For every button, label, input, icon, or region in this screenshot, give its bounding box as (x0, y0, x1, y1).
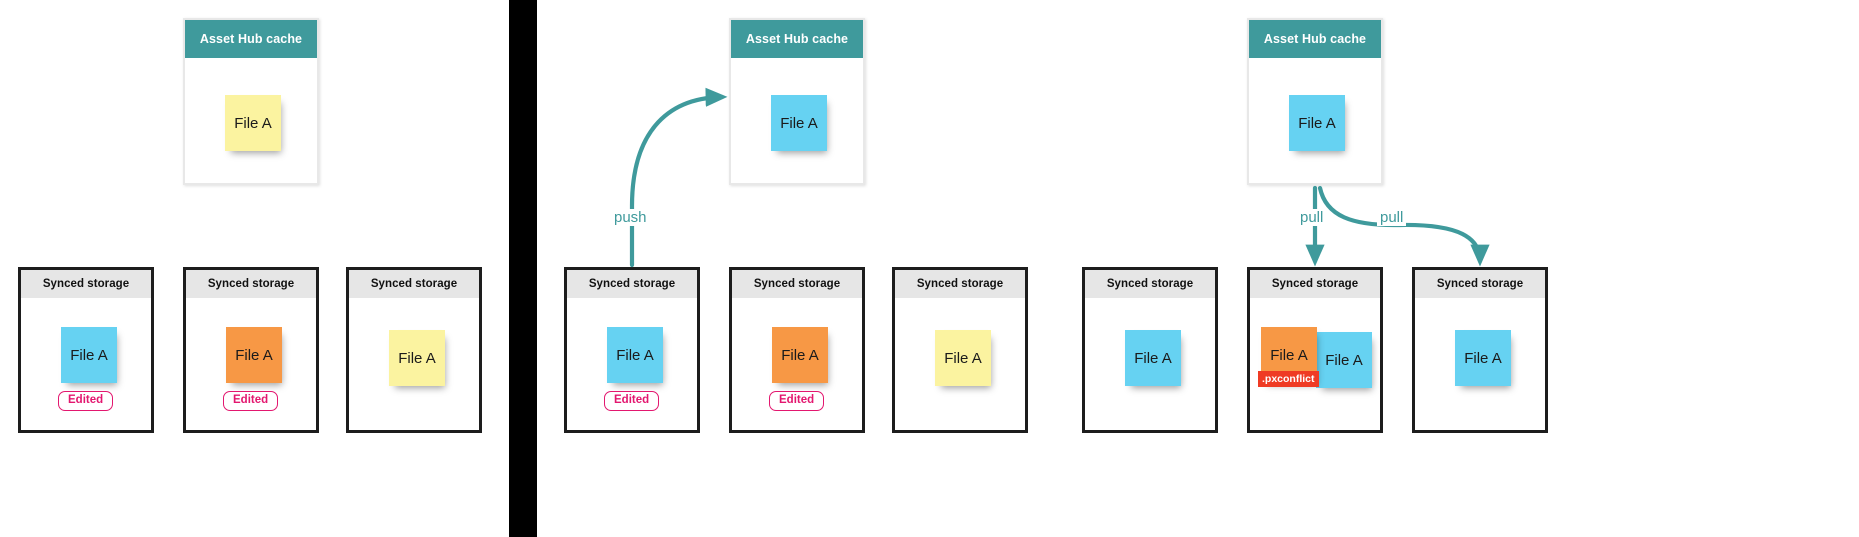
panel2-asset-hub-cache-title: Asset Hub cache (731, 20, 863, 58)
panel3-asset-hub-cache-title: Asset Hub cache (1249, 20, 1381, 58)
panel1-synced-storage-1-body: File A Edited (21, 298, 151, 430)
panel2-store1-edited-badge: Edited (604, 391, 660, 411)
panel1-asset-hub-cache-title: Asset Hub cache (185, 20, 317, 58)
panel2-synced-storage-2-body: File A Edited (732, 298, 862, 430)
note-label: File A (70, 346, 108, 364)
panel1-store3-note-file-a[interactable]: File A (389, 330, 445, 386)
note-label: File A (616, 346, 654, 364)
note-label: File A (1134, 349, 1172, 367)
panel2-synced-storage-2-title: Synced storage (732, 270, 862, 298)
panel2-asset-hub-cache-body: File A (731, 58, 863, 183)
panel2-synced-storage-3-card[interactable]: Synced storage File A (892, 267, 1028, 433)
note-label: File A (234, 114, 272, 132)
panel1-synced-storage-2-card[interactable]: Synced storage File A Edited (183, 267, 319, 433)
panel3-hub-note-file-a[interactable]: File A (1289, 95, 1345, 151)
panel3-synced-storage-3-title: Synced storage (1415, 270, 1545, 298)
panel3-synced-storage-2-card[interactable]: Synced storage File A File A .pxconflict (1247, 267, 1383, 433)
panel3-asset-hub-cache-body: File A (1249, 58, 1381, 183)
push-arrow-panel2 (629, 87, 728, 268)
pull-arrow-label-right: pull (1377, 209, 1407, 227)
note-label: File A (235, 346, 273, 364)
panel2-store2-edited-badge: Edited (769, 391, 825, 411)
panel2-store1-note-file-a[interactable]: File A (607, 327, 663, 383)
panel3-store1-note-file-a[interactable]: File A (1125, 330, 1181, 386)
note-label: File A (944, 349, 982, 367)
panel3-synced-storage-3-body: File A (1415, 298, 1545, 430)
panel2-hub-note-file-a[interactable]: File A (771, 95, 827, 151)
panel1-synced-storage-3-card[interactable]: Synced storage File A (346, 267, 482, 433)
panel2-synced-storage-1-body: File A Edited (567, 298, 697, 430)
note-label: File A (780, 114, 818, 132)
panel1-synced-storage-3-body: File A (349, 298, 479, 430)
note-label: File A (781, 346, 819, 364)
panel3-store2-note-file-a[interactable]: File A (1316, 332, 1372, 388)
panel1-synced-storage-2-body: File A Edited (186, 298, 316, 430)
note-label: File A (1464, 349, 1502, 367)
panel2-synced-storage-1-title: Synced storage (567, 270, 697, 298)
panel3-store3-note-file-a[interactable]: File A (1455, 330, 1511, 386)
panel2-store2-note-file-a[interactable]: File A (772, 327, 828, 383)
note-label: File A (1298, 114, 1336, 132)
panel2-synced-storage-2-card[interactable]: Synced storage File A Edited (729, 267, 865, 433)
panel2-store3-note-file-a[interactable]: File A (935, 330, 991, 386)
panel1-synced-storage-1-title: Synced storage (21, 270, 151, 298)
panel-divider-1 (509, 0, 537, 537)
note-label: File A (1325, 351, 1363, 369)
panel1-asset-hub-cache-card[interactable]: Asset Hub cache File A (183, 18, 319, 185)
panel3-synced-storage-1-title: Synced storage (1085, 270, 1215, 298)
panel2-synced-storage-1-card[interactable]: Synced storage File A Edited (564, 267, 700, 433)
panel3-synced-storage-1-card[interactable]: Synced storage File A (1082, 267, 1218, 433)
panel3-synced-storage-3-card[interactable]: Synced storage File A (1412, 267, 1548, 433)
panel3-store2-pxconflict-badge: .pxconflict (1258, 371, 1319, 387)
panel3-synced-storage-2-body: File A File A .pxconflict (1250, 298, 1380, 430)
push-arrow-label: push (611, 209, 650, 227)
panel2-synced-storage-3-body: File A (895, 298, 1025, 430)
panel3-asset-hub-cache-card[interactable]: Asset Hub cache File A (1247, 18, 1383, 185)
panel1-store1-edited-badge: Edited (58, 391, 114, 411)
note-label: File A (1270, 346, 1308, 364)
panel1-store2-note-file-a[interactable]: File A (226, 327, 282, 383)
panel1-synced-storage-2-title: Synced storage (186, 270, 316, 298)
panel1-store2-edited-badge: Edited (223, 391, 279, 411)
panel2-synced-storage-3-title: Synced storage (895, 270, 1025, 298)
panel1-synced-storage-1-card[interactable]: Synced storage File A Edited (18, 267, 154, 433)
note-label: File A (398, 349, 436, 367)
panel1-hub-note-file-a[interactable]: File A (225, 95, 281, 151)
pull-arrow-label-down: pull (1297, 209, 1327, 227)
panel2-asset-hub-cache-card[interactable]: Asset Hub cache File A (729, 18, 865, 185)
panel3-synced-storage-2-title: Synced storage (1250, 270, 1380, 298)
panel3-synced-storage-1-body: File A (1085, 298, 1215, 430)
panel1-synced-storage-3-title: Synced storage (349, 270, 479, 298)
panel1-asset-hub-cache-body: File A (185, 58, 317, 183)
panel1-store1-note-file-a[interactable]: File A (61, 327, 117, 383)
